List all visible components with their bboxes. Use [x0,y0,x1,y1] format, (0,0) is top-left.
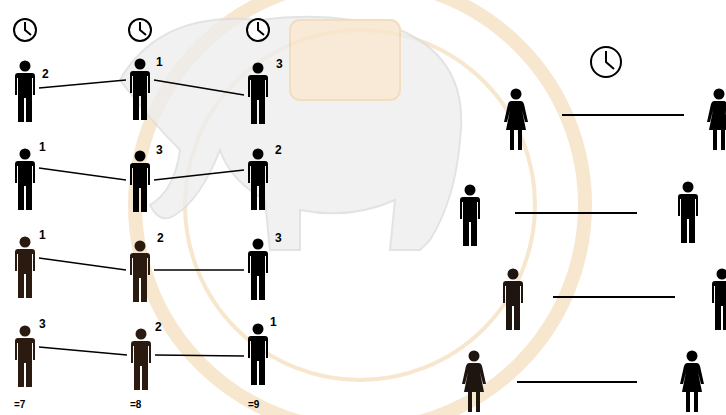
person-icon [127,240,153,302]
person-icon [12,236,38,298]
person-node: 3 [12,325,38,387]
person-icon [12,60,38,122]
connector-line [154,269,244,270]
rank-number: 3 [156,144,163,156]
connector-line [39,168,126,180]
person-node: 3 [127,150,153,212]
person-node: 3 [245,238,271,300]
clock-icon [247,19,269,41]
sum-label: =9 [248,400,259,410]
connector-line [154,80,244,95]
person-node: 3 [245,62,271,124]
rank-number: 2 [157,232,164,244]
rank-number: 1 [270,316,277,328]
rank-number: 1 [39,229,46,241]
person-icon [128,328,154,390]
sum-label: =8 [130,400,141,410]
person-node: 1 [12,236,38,298]
person-node: 2 [12,60,38,122]
person-node: 2 [127,240,153,302]
rank-number: 2 [275,144,282,156]
rank-number: 3 [276,58,283,70]
connector-line [39,80,126,88]
rank-number: 3 [275,232,282,244]
watermark-elephant [120,17,461,250]
connector-line [39,258,126,270]
rank-number: 1 [39,141,46,153]
person-icon [245,323,271,385]
person-node: 1 [245,323,271,385]
rank-number: 2 [155,321,162,333]
sum-label: =7 [14,400,25,410]
person-icon [12,325,38,387]
person-icon [12,148,38,210]
connector-line [39,347,127,355]
person-figures [460,89,726,413]
rank-number: 3 [39,318,46,330]
person-node: 2 [128,328,154,390]
person-node: 1 [12,148,38,210]
rank-number: 1 [156,56,163,68]
person-icon [245,148,271,210]
connector-line [154,170,244,180]
clock-icon [14,19,36,41]
person-icon [127,150,153,212]
person-node: 2 [245,148,271,210]
person-icon [127,58,153,120]
pair-lines [515,115,684,382]
person-icon [245,238,271,300]
clock-icon [129,19,151,41]
person-node: 1 [127,58,153,120]
clock-icon [591,47,621,77]
person-icon [245,62,271,124]
rank-number: 2 [42,68,49,80]
connector-line [155,355,244,356]
